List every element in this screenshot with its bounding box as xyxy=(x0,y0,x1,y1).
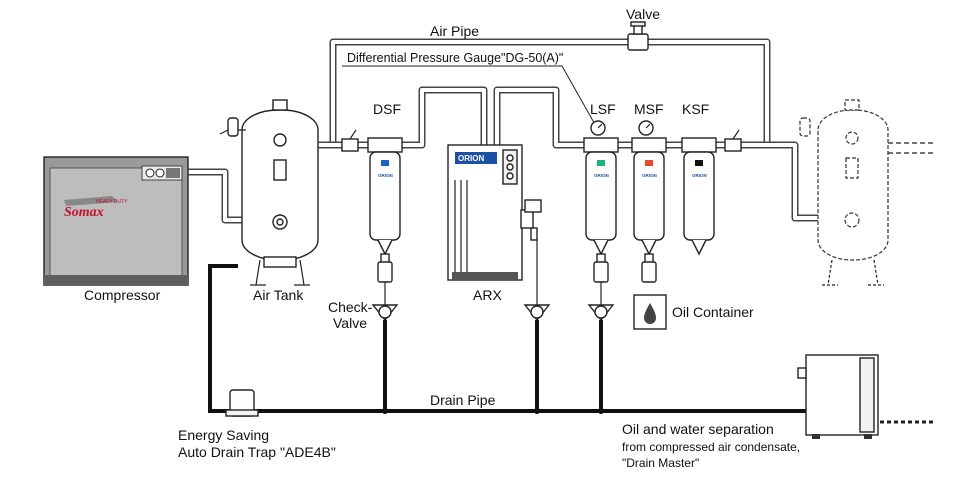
auto-drain-trap xyxy=(225,389,259,417)
manifold-valve[interactable] xyxy=(724,129,742,152)
downstream-tank xyxy=(799,99,889,286)
compressor: Somax HEAVY DUTY xyxy=(43,156,189,286)
bypass-valve[interactable] xyxy=(627,21,649,51)
compressor-label: Compressor xyxy=(84,287,161,303)
filter-dsf: ORION xyxy=(367,137,403,283)
air-pipe-label: Air Pipe xyxy=(430,23,479,39)
drain-master-label-2: from compressed air condensate, xyxy=(622,440,800,454)
oil-container-label: Oil Container xyxy=(672,304,754,320)
ksf-label: KSF xyxy=(682,101,709,117)
trap-label-2: Auto Drain Trap "ADE4B" xyxy=(178,444,336,460)
dsf-label: DSF xyxy=(373,101,401,117)
drain-pipe-network xyxy=(208,240,935,424)
ksf-brand: ORION xyxy=(692,173,707,178)
arx-label: ARX xyxy=(473,287,502,303)
msf-label: MSF xyxy=(634,101,664,117)
check-valve-arx xyxy=(523,304,551,322)
check-valve-label-1: Check- xyxy=(328,299,373,315)
arx-brand: ORION xyxy=(458,154,484,163)
trap-label-1: Energy Saving xyxy=(178,427,269,443)
compressor-logo-tag: HEAVY DUTY xyxy=(96,199,128,205)
lsf-color-tag xyxy=(597,160,605,166)
dp-gauge-underline xyxy=(342,65,598,129)
check-valve-dsf xyxy=(371,304,399,322)
msf-color-tag xyxy=(645,160,653,166)
ksf-color-tag xyxy=(695,160,703,166)
filter-lsf: ORION xyxy=(583,120,619,283)
drain-master-label-3: "Drain Master" xyxy=(622,456,699,470)
drain-pipe-label: Drain Pipe xyxy=(430,392,496,408)
valve-label: Valve xyxy=(626,6,660,22)
msf-brand: ORION xyxy=(642,173,657,178)
check-valve-lsf xyxy=(587,304,615,322)
dp-gauge-label: Differential Pressure Gauge"DG-50(A)" xyxy=(347,51,563,65)
dsf-brand: ORION xyxy=(378,173,393,178)
compressor-logo: Somax xyxy=(64,205,104,220)
dsf-color-tag xyxy=(381,160,389,166)
drain-master-label-1: Oil and water separation xyxy=(622,421,774,437)
air-tank-label: Air Tank xyxy=(253,287,304,303)
air-tank xyxy=(219,99,319,286)
filter-ksf: ORION xyxy=(681,137,717,256)
drain-master xyxy=(797,354,879,439)
check-valve-label-2: Valve xyxy=(333,315,367,331)
arx-dryer: ORION xyxy=(447,144,542,281)
filter-msf: ORION xyxy=(631,120,667,283)
oil-container xyxy=(633,294,667,330)
lsf-label: LSF xyxy=(590,101,616,117)
lsf-brand: ORION xyxy=(594,173,609,178)
tank-outlet-valve[interactable] xyxy=(341,129,359,152)
